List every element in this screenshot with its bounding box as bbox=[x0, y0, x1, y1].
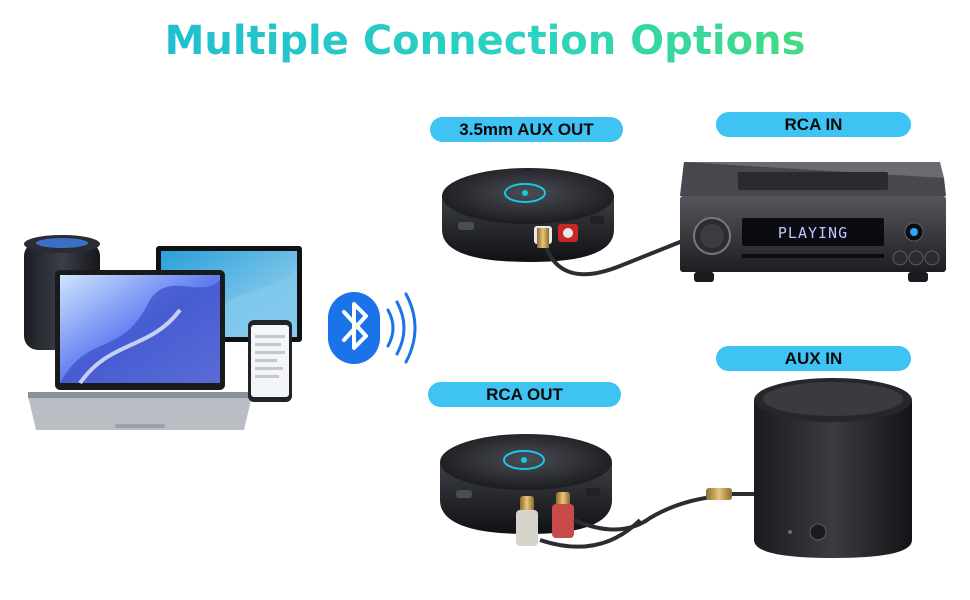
label-rca-out: RCA OUT bbox=[428, 382, 621, 407]
label-aux-out: 3.5mm AUX OUT bbox=[430, 117, 623, 142]
page-title: Multiple Connection Options bbox=[0, 18, 970, 64]
rca-cable bbox=[573, 494, 721, 532]
rca-plugs bbox=[516, 492, 574, 546]
phone-icon bbox=[248, 320, 292, 402]
amplifier-icon: PLAYING bbox=[680, 162, 946, 282]
receiver-display: PLAYING bbox=[778, 224, 848, 242]
aux-plug-top bbox=[537, 228, 549, 248]
aux-cable-top bbox=[543, 236, 691, 277]
rca-cable-white bbox=[539, 518, 642, 549]
laptop-icon bbox=[28, 270, 252, 430]
receiver-puck-top bbox=[442, 168, 614, 262]
portable-speaker-icon bbox=[754, 378, 912, 558]
aux-plug-bottom bbox=[706, 488, 732, 500]
signal-waves-icon bbox=[386, 292, 417, 364]
label-rca-in: RCA IN bbox=[716, 112, 911, 137]
bluetooth-icon bbox=[328, 292, 380, 364]
label-aux-in: AUX IN bbox=[716, 346, 911, 371]
